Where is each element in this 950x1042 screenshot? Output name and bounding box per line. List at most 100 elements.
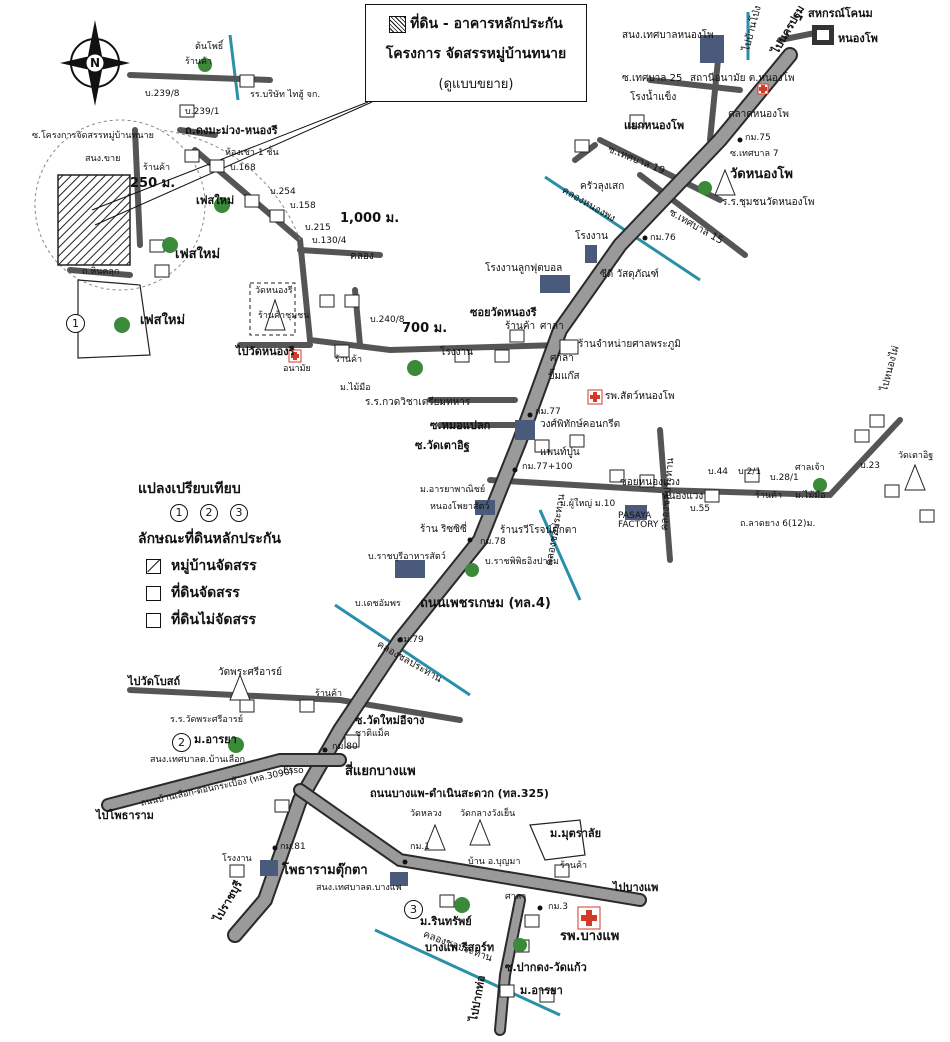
label-ran-kha-chum-chon: ร้านค้าชุมชน <box>258 311 310 321</box>
label-b130-4: บ.130/4 <box>312 236 347 246</box>
label-km81: กม.81 <box>280 842 306 852</box>
label-ran-rissi: ร้าน ริซซิซี่ <box>420 524 467 535</box>
title-line-1: ที่ดิน - อาคารหลักประกัน <box>366 13 586 35</box>
label-school-wat-nong-pho: ร.ร.ชุมชนวัดหนองโพ <box>722 197 815 208</box>
label-sanchao: ศาลเจ้า <box>795 463 825 473</box>
label-wat-nong-pho: วัดหนองโพ <box>730 167 793 182</box>
label-b168: บ.168 <box>230 163 256 173</box>
label-room-rent: ห้องเช่า 1 ชั้น <box>225 148 279 158</box>
label-ran-kha2: ร้านค้า <box>315 689 343 699</box>
label-yaek-bang-phae: สี่แยกบางแพ <box>345 764 416 779</box>
label-main-road: ถนนเพชรเกษม (ทล.4) <box>420 596 551 611</box>
label-ran-kha: ร้านค้า <box>505 321 536 332</box>
label-to-wat-nong-ri: ไปวัดหนองรี <box>236 345 295 358</box>
label-ran-kruaphong: ร้านรวีโรจน์ตุ๊กตา <box>500 525 577 536</box>
label-village-phuyai: ม.ผู้ใหญ่ ม.10 <box>560 499 616 509</box>
label-soi-tessaban7: ซ.เทศบาล 7 <box>730 149 779 159</box>
legend-circle-2: 2 <box>200 504 218 522</box>
label-km79: กม.79 <box>398 635 424 645</box>
label-rong-ngan3: โรงงาน <box>222 854 252 864</box>
label-village-arya2: ม.อารยา <box>520 984 563 997</box>
label-yaek-nong-pho: แยกหนองโพ <box>624 119 685 132</box>
label-village-mai-mue: ม.ไม้มือ <box>340 383 371 393</box>
label-village-arom: ม.อารยาพาณิชย์ <box>420 485 486 495</box>
label-rachaphithi: บ.ราชพิพิธอิงปาล์ม <box>485 557 559 567</box>
legend-item-allocated: ที่ดินจัดสรร <box>146 582 338 604</box>
empty-box-icon <box>146 585 161 601</box>
label-cd-watsadu: ซีดี วัสดุภัณฑ์ <box>600 269 659 280</box>
label-soi-wat-nong-ri: ซอยวัดหนองรี <box>470 306 537 319</box>
title-line-2: โครงการ จัดสรรหมู่บ้านทนาย <box>385 46 567 62</box>
label-ratchaburi-frozen: บ.ราชบุรีอาหารสัตว์ <box>368 552 446 562</box>
north-arrow-icon <box>60 20 130 106</box>
label-sala2: ศาลา <box>550 353 574 364</box>
label-sanong-tessaban-ban-lueak: สนง.เทศบาลต.บ้านเลือก <box>150 755 245 765</box>
label-b158: บ.158 <box>290 201 316 211</box>
label-b239-1: บ.239/1 <box>185 107 220 117</box>
compass-n-label: N <box>90 56 101 70</box>
label-km76: กม.76 <box>650 233 676 243</box>
label-b44: บ.44 <box>708 467 729 477</box>
label-village-mugdarin: ม.มุตราลัย <box>550 827 602 840</box>
label-school-wat-phra-si-arya: ร.ร.วัดพระศรีอารย์ <box>170 715 244 725</box>
title-text-1: ที่ดิน - อาคารหลักประกัน <box>410 16 563 32</box>
label-felt-house: เฟสใหม่ <box>196 194 235 207</box>
label-wongphithak: วงศ์พิทักษ์คอนกรีต <box>540 419 621 430</box>
label-km77: กม.77 <box>535 407 561 417</box>
label-pasaya: PASAYA FACTORY <box>618 511 659 530</box>
distance-250: 250 ม. <box>130 176 176 191</box>
label-to-wat-bot: ไปวัดโบสถ์ <box>128 675 181 688</box>
compass-rose: N <box>60 18 130 108</box>
label-road-325: ถนนบางแพ-ดำเนินสะดวก (ทล.325) <box>370 787 549 800</box>
distance-700: 700 ม. <box>402 321 448 336</box>
hospital-markers <box>288 83 769 930</box>
label-krua-lungsek: ครัวลุงเสก <box>580 181 625 192</box>
label-b2-1: บ.2/1 <box>738 467 762 477</box>
comparison-marker-3: 3 <box>404 900 423 919</box>
label-rong-ngan2: โรงงาน <box>440 347 473 358</box>
label-nong-pho-pet: หนองโพยาสัตว์ <box>430 502 490 512</box>
label-anamai: อนามัย <box>283 364 311 374</box>
label-wat-klang: วัดกลางวังเย็น <box>460 809 516 819</box>
label-khlong: คลอง <box>350 251 374 262</box>
legend-item-label: หมู่บ้านจัดสรร <box>171 558 257 574</box>
label-animal-hospital: รพ.สัตว์หนองโพ <box>605 391 675 402</box>
label-ran-kha4: ร้านค้า <box>143 163 171 173</box>
comparison-marker-2: 2 <box>172 733 191 752</box>
label-soi-mo-plaek: ซ.หมอแปลก <box>430 419 491 432</box>
legend-circle-1: 1 <box>170 504 188 522</box>
label-km77-100: กม.77+100 <box>522 462 573 472</box>
label-wat-phra-si-arya: วัดพระศรีอารย์ <box>218 667 283 678</box>
legend-subtitle: ลักษณะที่ดินหลักประกัน <box>138 531 281 547</box>
label-sala3: ศาลา <box>505 892 527 902</box>
label-market-nong-pho: ตลาดหนองโพ <box>728 109 790 120</box>
label-km1: กม.1 <box>410 842 430 852</box>
distance-1000: 1,000 ม. <box>340 211 400 226</box>
label-phra-phum-shop: ร้านจำหน่ายศาลพระภูมิ <box>578 339 681 350</box>
label-ran-kha3: ร้านค้า <box>560 861 588 871</box>
label-sala: ศาลา <box>540 321 564 332</box>
label-b23: บ.23 <box>860 461 881 471</box>
hatch-swatch-icon <box>389 15 407 33</box>
slash-box-icon <box>146 558 161 574</box>
factories <box>260 35 724 886</box>
label-b28-1: บ.28/1 <box>770 473 799 483</box>
label-photharam-doll: โพธารามตุ๊กตา <box>282 863 368 878</box>
label-ran-kha-4b: ร้านค้า <box>335 355 363 365</box>
label-b215: บ.215 <box>305 223 331 233</box>
label-b240-8: บ.240/8 <box>370 315 405 325</box>
label-nong-kaeo: หนองแวง <box>662 491 704 502</box>
label-football-factory: โรงงานลูกฟุตบอล <box>485 263 563 274</box>
label-km3: กม.3 <box>548 902 568 912</box>
label-phase-mai1: เฟสใหม่ <box>175 247 221 262</box>
label-sanong-tessaban-bang-phae: สนง.เทศบาลต.บางแพ <box>316 883 402 893</box>
label-ice-factory: โรงน้ำแข็ง <box>630 92 677 103</box>
label-soi-wat-dao-rit: ซ.วัดเตาอิฐ <box>415 439 470 452</box>
label-km78: กม.78 <box>480 537 506 547</box>
label-chat-mart: ชาติแม็ค <box>355 729 390 739</box>
label-wat-luang: วัดหลวง <box>410 809 442 819</box>
title-box: ที่ดิน - อาคารหลักประกัน โครงการ จัดสรรห… <box>365 4 587 102</box>
label-lat-yang: ถ.ลาดยาง 6(12)ม. <box>740 519 816 529</box>
